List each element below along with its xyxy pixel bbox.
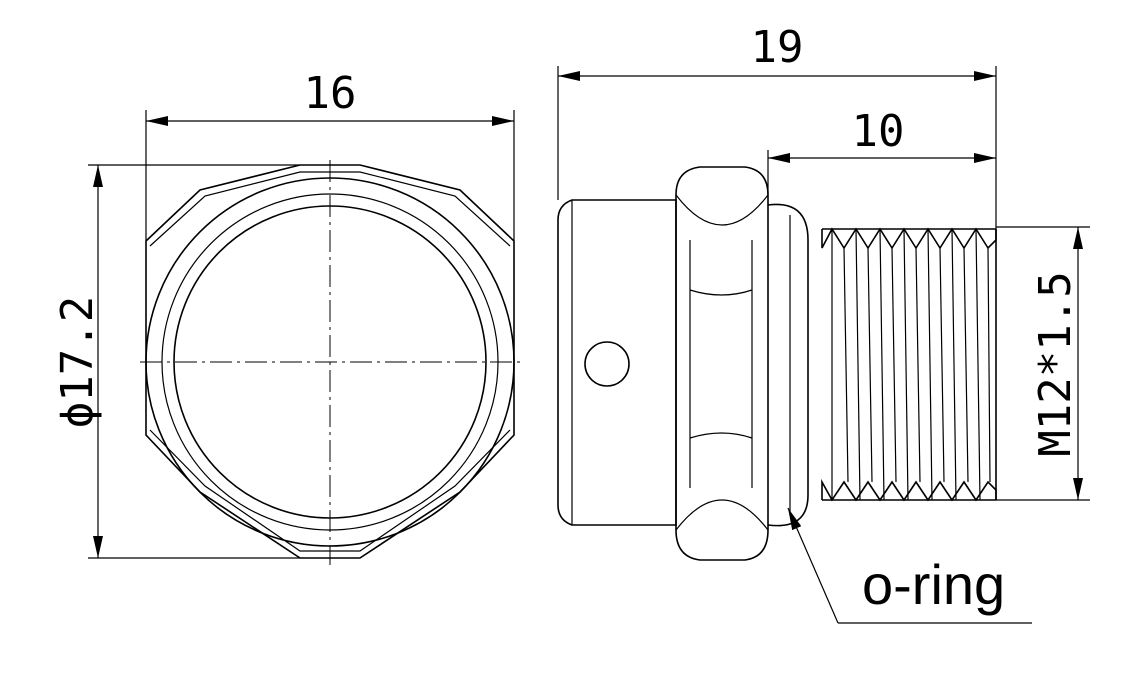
vent-hole [584,341,630,387]
thread-profile-top [821,227,997,250]
o-ring-leader-diagonal [787,507,839,624]
thread-profile-bottom [821,478,997,502]
thread-spec-label: M12*1.5 [1030,271,1081,456]
o-ring-label: o-ring [862,553,1005,616]
thread-length-dim-label: 10 [852,106,905,157]
cap-body [557,199,677,526]
o-ring [767,203,809,527]
front-view: 16 ϕ17.2 [52,68,520,565]
length-dim-label: 19 [751,22,804,73]
hex-nut-mid-face [689,289,753,439]
side-view: 19 10 M12*1.5 o-ring [557,22,1090,624]
diameter-dim-label: ϕ17.2 [52,296,103,428]
hex-nut-top-face [675,194,769,226]
thread-helix-lines [831,228,991,501]
width-dim-label: 16 [304,68,357,119]
hex-nut-bottom-face [675,499,769,531]
